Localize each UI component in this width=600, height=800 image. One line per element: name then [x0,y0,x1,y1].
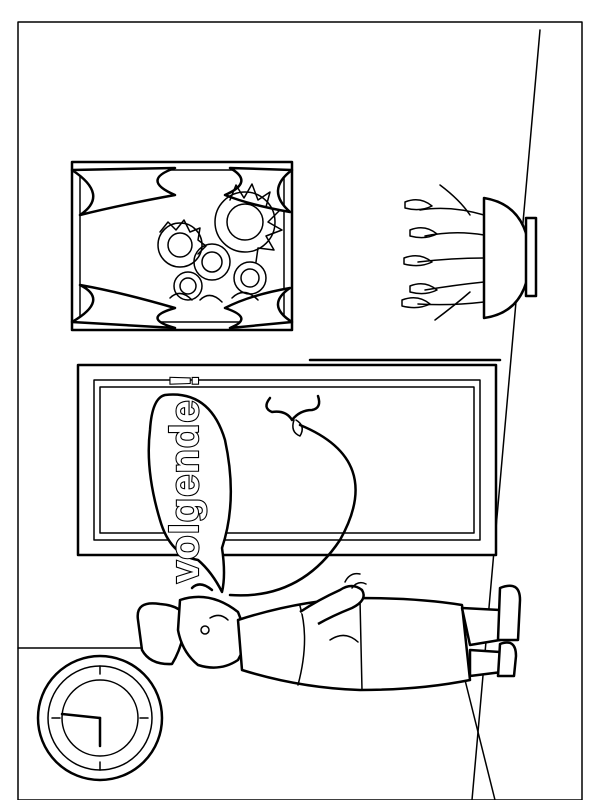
potted-tulips-icon [401,184,538,321]
doctor-figure-icon [136,572,522,692]
sunflower-window-icon [70,160,294,332]
door-cord [228,423,357,597]
wall-clock-icon [36,654,164,782]
speech-bubble-text: volgende ! [163,373,207,583]
door-icon [76,358,502,557]
page-frame [17,21,583,800]
speech-bubble: volgende ! [147,372,233,594]
